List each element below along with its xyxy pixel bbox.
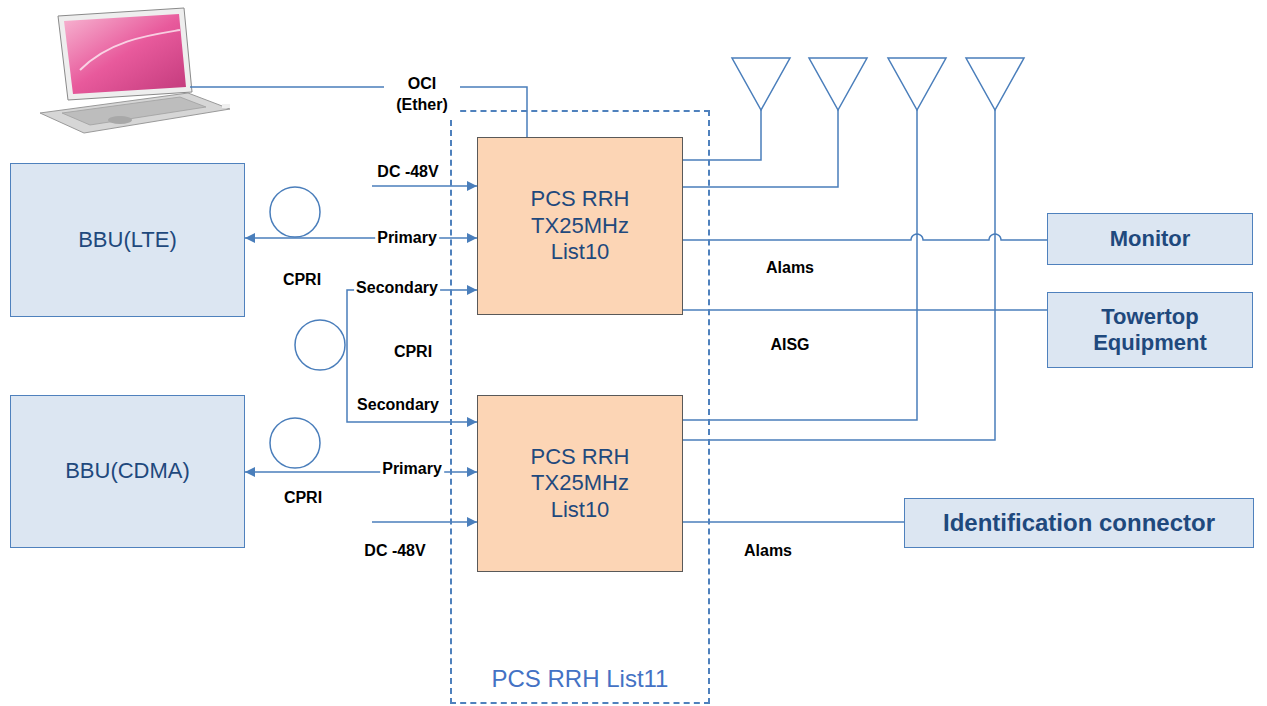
- antenna-symbol: [732, 58, 790, 110]
- signal-label: Primary: [375, 228, 439, 249]
- node-text: PCS RRH TX25MHz List10: [520, 186, 640, 265]
- towertop-box: Towertop Equipment: [1047, 292, 1253, 368]
- dc-power-wire: [372, 185, 477, 187]
- bbu-box: BBU(CDMA): [10, 395, 245, 548]
- fiber-coil-symbol: [295, 320, 345, 370]
- node-text: Towertop Equipment: [1075, 304, 1225, 357]
- antenna-feeder: [683, 110, 761, 160]
- antenna-symbol: [966, 58, 1024, 110]
- cable-connector: [683, 309, 1047, 311]
- node-text: PCS RRH TX25MHz List10: [520, 444, 640, 523]
- node-text: Identification connector: [943, 509, 1215, 538]
- rrh-group-frame: PCS RRH List11PCS RRH TX25MHz List10PCS …: [450, 110, 710, 704]
- wire-label: CPRI: [392, 342, 434, 363]
- wire-label: CPRI: [282, 488, 324, 509]
- antenna-feeder: [683, 110, 838, 187]
- cable-connector: [683, 234, 1047, 240]
- screen-swoosh: [80, 30, 180, 70]
- wire-label: DC -48V: [375, 162, 440, 183]
- node-text: PCS RRH List11: [492, 665, 669, 694]
- bbu-box: BBU(LTE): [10, 163, 245, 317]
- fiber-coil-symbol: [270, 418, 320, 468]
- cable-connector: [683, 521, 904, 523]
- antenna-feeder: [683, 110, 995, 440]
- oci-wire: [190, 87, 527, 137]
- signal-label: Alams: [764, 258, 816, 279]
- laptop-trackpad: [108, 116, 132, 124]
- monitor-box: Monitor: [1047, 213, 1253, 265]
- dc-power-wire: [372, 521, 477, 523]
- laptop-screen: [64, 14, 186, 94]
- laptop-edge: [222, 104, 230, 108]
- fiber-coil-symbol: [270, 187, 320, 237]
- antenna-symbol: [809, 58, 867, 110]
- signal-label: AISG: [768, 335, 811, 356]
- antennas: [732, 58, 1024, 110]
- signal-label: Secondary: [354, 278, 440, 299]
- cable-connector: [347, 290, 477, 422]
- signal-label: Primary: [380, 459, 444, 480]
- rrh-box: PCS RRH TX25MHz List10: [477, 395, 683, 572]
- antenna-feeder: [683, 110, 917, 420]
- connector-box: Identification connector: [904, 498, 1254, 548]
- antenna-symbol: [888, 58, 946, 110]
- signal-label: Alams: [742, 541, 794, 562]
- node-text: Monitor: [1110, 226, 1191, 252]
- wire-label: CPRI: [281, 270, 323, 291]
- antenna-feeders: [683, 110, 995, 440]
- rrh-box: PCS RRH TX25MHz List10: [477, 137, 683, 315]
- laptop-illustration: [40, 8, 230, 133]
- laptop-keyboard: [62, 97, 206, 125]
- wire-label: DC -48V: [362, 541, 427, 562]
- node-text: BBU(LTE): [78, 227, 177, 253]
- cable-connector: [245, 237, 477, 239]
- wire-label: Secondary: [355, 395, 441, 416]
- laptop-lid: [58, 8, 192, 100]
- fiber-coils: [270, 187, 345, 468]
- node-text: BBU(CDMA): [65, 458, 190, 484]
- wire-label: OCI (Ether): [384, 74, 460, 116]
